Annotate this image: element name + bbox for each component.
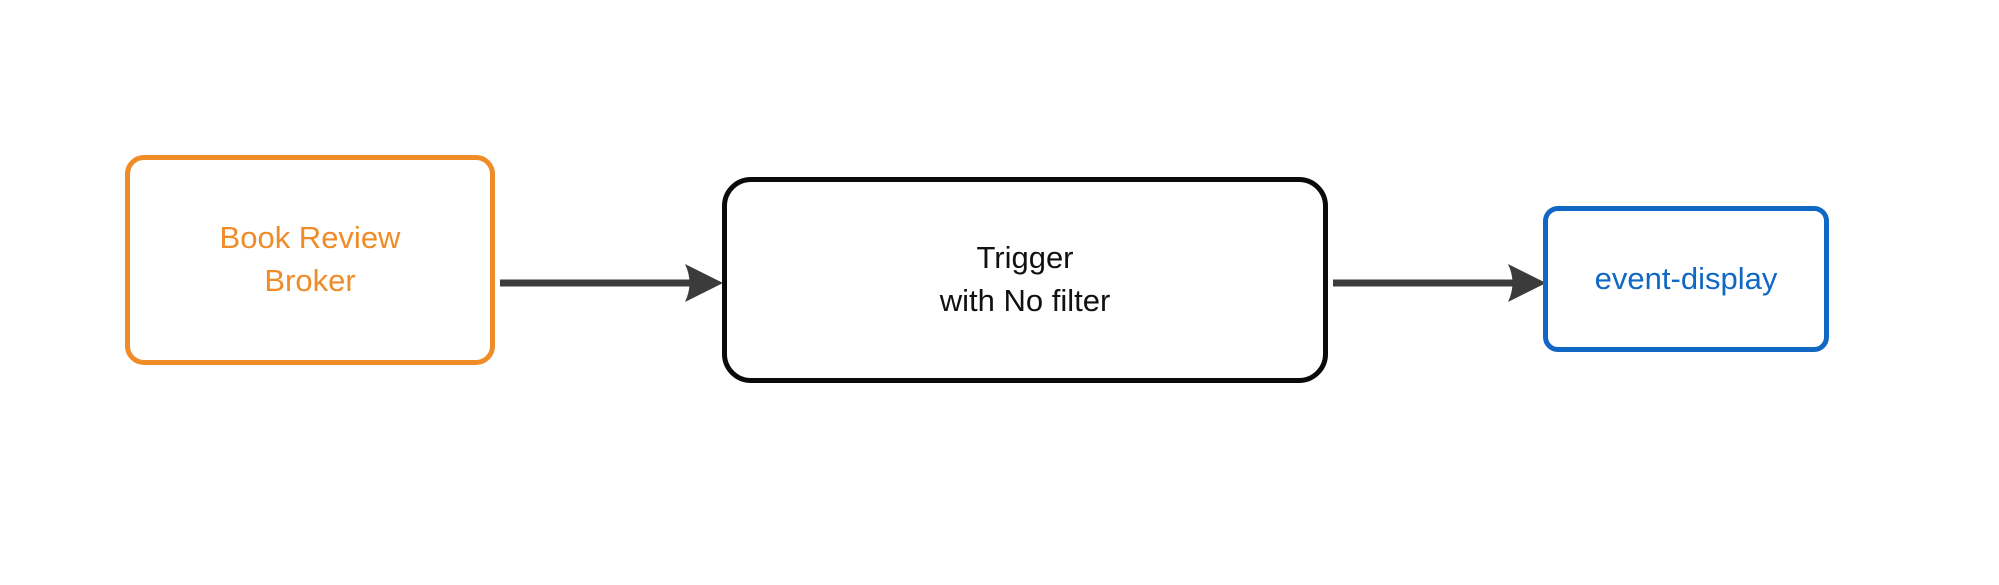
arrowhead-icon: [685, 264, 723, 302]
node-trigger-label-line-2: with No filter: [939, 283, 1111, 318]
node-trigger-with-no-filter[interactable]: Trigger with No filter: [722, 177, 1328, 383]
node-event-display[interactable]: event-display: [1543, 206, 1829, 352]
node-event-display-label: event-display: [1594, 260, 1778, 296]
edge-trigger-to-event-display: [1327, 260, 1549, 306]
edge-trigger-to-event-display-arrow: [1333, 264, 1546, 302]
node-book-review-broker[interactable]: Book Review Broker: [125, 155, 495, 365]
node-trigger-label-line-1: Trigger: [976, 240, 1074, 276]
node-book-review-broker-label-line-2: Broker: [264, 263, 356, 298]
node-book-review-broker-label-line-1: Book Review: [219, 220, 401, 256]
arrowhead-icon: [1508, 264, 1546, 302]
edge-broker-to-trigger: [495, 260, 727, 306]
edge-broker-to-trigger-arrow: [500, 264, 723, 302]
